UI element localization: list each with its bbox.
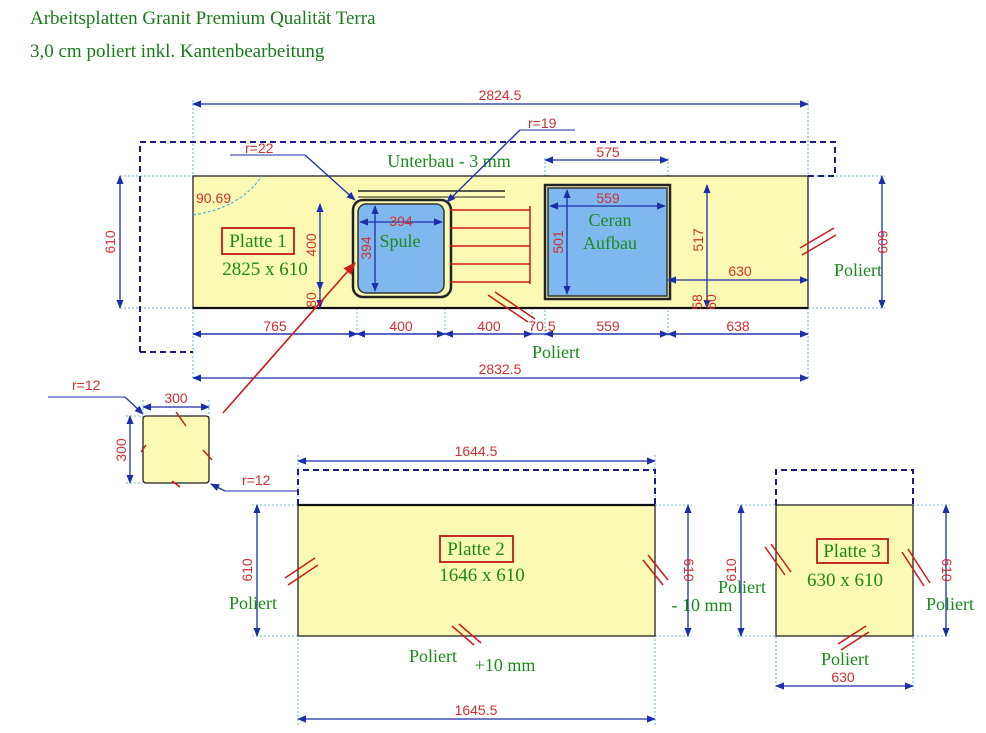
platte-3-poliert-bottom: Poliert [821, 649, 869, 669]
unterbau-label: Unterbau - 3 mm [387, 151, 510, 171]
platte-3-size: 630 x 610 [807, 570, 883, 591]
dim-small-60: 60 [703, 294, 719, 310]
platte-3-poliert-left: Poliert [718, 577, 766, 597]
platte-2-group: 1644.5 Platte 2 1646 x 610 610 610 Polie… [229, 443, 733, 725]
dim-right-width: 630 [728, 263, 752, 279]
dim-right-height: 517 [690, 228, 706, 252]
sink-outer [351, 198, 453, 299]
dim-seg-70: 70.5 [528, 318, 555, 334]
dim-seg-559: 559 [596, 318, 620, 334]
dim-height-left: 610 [102, 230, 118, 254]
dim-bottom-overall: 2832.5 [479, 361, 522, 377]
dim-sink-height: 394 [358, 236, 374, 260]
small-r-top: r=12 [72, 377, 101, 393]
spule-label: Spule [379, 231, 420, 251]
dim-seg-400b: 400 [477, 318, 501, 334]
platte-3-h-left: 610 [723, 558, 739, 582]
dim-seg-400a: 400 [389, 318, 413, 334]
ceran-label-2: Aufbau [583, 233, 637, 253]
platte-1-label: Platte 1 [229, 231, 287, 252]
dim-sink-width: 394 [389, 213, 413, 229]
small-r-bottom: r=12 [242, 472, 271, 488]
dim-small-58: 58 [689, 294, 705, 310]
platte-3-dim-bottom: 630 [831, 669, 855, 685]
platte-3-h-right: 610 [939, 558, 955, 582]
dim-top-overall: 2824.5 [479, 87, 522, 103]
platte-3-poliert-right: Poliert [926, 594, 974, 614]
dim-sink-inner: 400 [303, 233, 319, 257]
platte-2-h-right: 610 [681, 558, 697, 582]
platte-1-label-box [221, 227, 295, 255]
platte-1-poliert-right: Poliert [834, 260, 882, 280]
platte-1-group: Platte 1 2825 x 610 Unterbau - 3 mm 90.6… [102, 87, 891, 382]
platte-3-dashed [775, 469, 914, 505]
r-19-label: r=19 [528, 115, 557, 131]
dim-seg-765: 765 [263, 318, 287, 334]
sink-cutout [357, 203, 445, 294]
drain-grooves [450, 206, 531, 284]
title-line-2: 3,0 cm poliert inkl. Kantenbearbeitung [30, 41, 325, 62]
dim-height-right: 609 [875, 230, 891, 254]
platte-3-group: Platte 3 630 x 610 610 610 Poliert Polie… [718, 469, 974, 690]
dim-ceran-height: 501 [550, 230, 566, 254]
platte-2-dim-top: 1644.5 [455, 443, 498, 459]
platte-2-minus: - 10 mm [672, 595, 733, 615]
r-22-label: r=22 [245, 140, 274, 156]
platte-3-label: Platte 3 [823, 541, 881, 562]
corner-angle: 90.69 [196, 190, 231, 206]
small-height: 300 [113, 438, 129, 462]
platte-1-size: 2825 x 610 [222, 259, 308, 280]
ceran-label-1: Ceran [589, 210, 632, 230]
dim-ceran-inner: 559 [596, 190, 620, 206]
dim-ceran-outer: 575 [596, 144, 620, 160]
platte-2-slab [297, 504, 656, 637]
platte-1-poliert-bottom: Poliert [532, 342, 580, 362]
dim-seg-638: 638 [726, 318, 750, 334]
platte-2-poliert-bottom: Poliert [409, 646, 457, 666]
dim-sink-offset: 80 [303, 292, 319, 308]
small-width: 300 [164, 390, 188, 406]
platte-2-h-left: 610 [239, 558, 255, 582]
title-line-1: Arbeitsplatten Granit Premium Qualität T… [30, 8, 376, 29]
platte-2-dashed [297, 469, 656, 505]
platte-2-dim-bottom: 1645.5 [455, 702, 498, 718]
small-piece-group: r=12 300 300 r=12 [48, 262, 356, 492]
platte-2-size: 1646 x 610 [439, 565, 525, 586]
platte-3-slab [775, 504, 914, 637]
unterbau-outline [139, 141, 836, 352]
platte-2-poliert-left: Poliert [229, 593, 277, 613]
platte-2-label: Platte 2 [447, 539, 505, 560]
small-piece [142, 415, 210, 484]
platte-2-plus: +10 mm [475, 655, 536, 675]
